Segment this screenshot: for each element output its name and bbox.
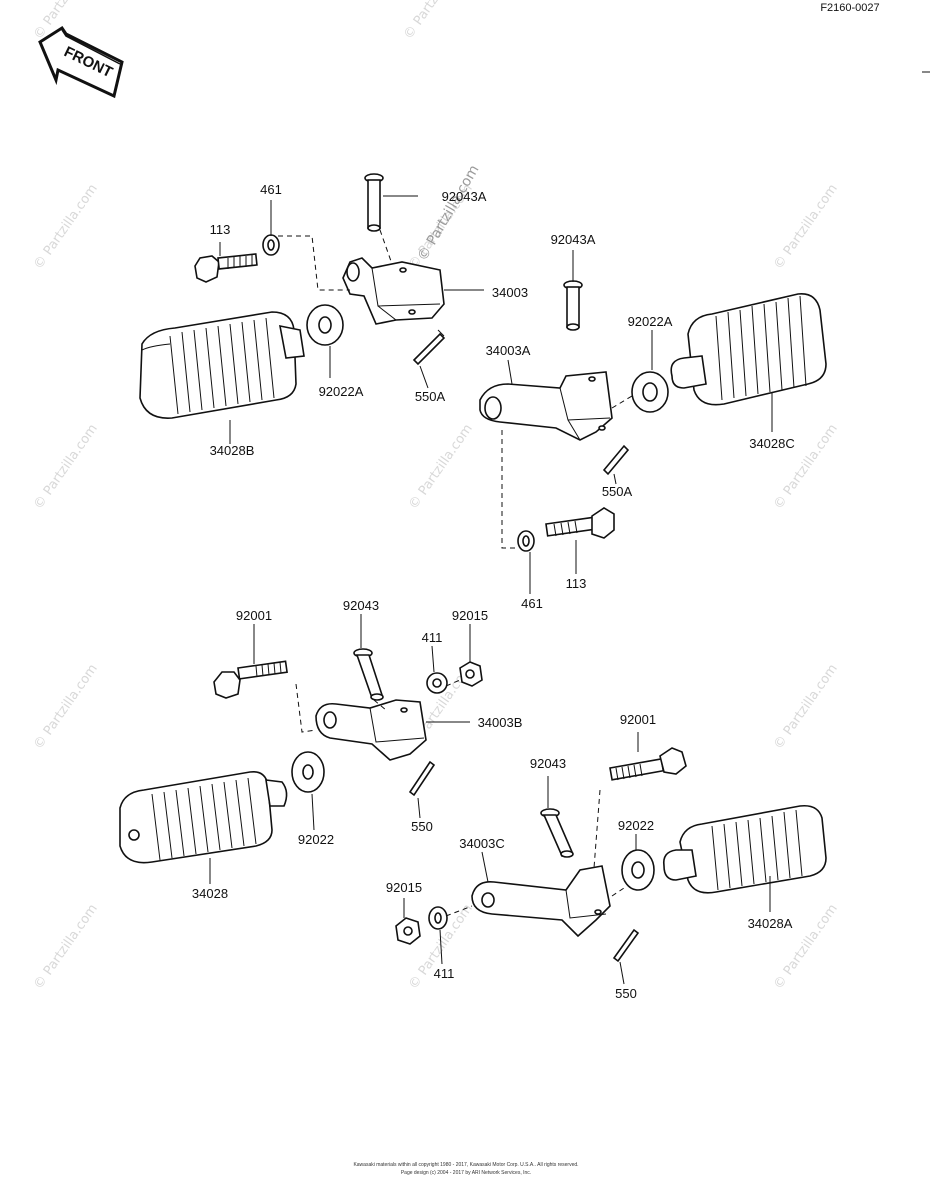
watermark: © Partzilla.com: [415, 162, 483, 264]
part-label-550: 550: [411, 819, 433, 834]
part-label-92015: 92015: [386, 880, 422, 895]
cotter-550A-upper: [412, 329, 446, 366]
part-label-113: 113: [566, 576, 587, 591]
part-label-461: 461: [521, 596, 543, 611]
assembly-line: [611, 887, 625, 897]
bracket-34003: [342, 257, 445, 325]
washer-411-right: [428, 906, 448, 930]
cotter-550A-right: [602, 444, 630, 476]
part-label-34028C: 34028C: [749, 436, 795, 451]
part-label-34003A: 34003A: [486, 343, 531, 358]
bracket-34003C: [471, 865, 611, 938]
bracket-34003B: [315, 699, 427, 761]
leader-line: [613, 473, 617, 485]
footpeg-34028C: [670, 293, 827, 406]
washer-92022A-upper: [306, 304, 344, 346]
cotter-550-right: [612, 928, 640, 963]
part-label-411: 411: [422, 630, 443, 645]
part-label-34028B: 34028B: [210, 443, 255, 458]
watermark: © Partzilla.com: [31, 422, 101, 513]
leader-line: [431, 645, 435, 673]
part-label-461: 461: [260, 182, 282, 197]
leader-line: [419, 365, 429, 389]
part-label-92043: 92043: [530, 756, 566, 771]
leader-line: [439, 929, 443, 965]
part-label-92022A: 92022A: [628, 314, 673, 329]
pin-92043-left: [353, 648, 384, 701]
washer-92022-left: [291, 751, 325, 793]
watermark: © Partzilla.com: [771, 182, 841, 273]
watermark: © Partzilla.com: [401, 0, 471, 42]
assembly-line: [278, 235, 350, 291]
part-label-34003C: 34003C: [459, 836, 505, 851]
assembly-line: [379, 229, 393, 265]
leader-line: [507, 359, 513, 385]
assembly-line: [445, 679, 461, 687]
watermark: © Partzilla.com: [31, 182, 101, 273]
part-label-92015: 92015: [452, 608, 488, 623]
part-label-34028: 34028: [192, 886, 228, 901]
leader-line: [619, 961, 625, 985]
cotter-550-left: [408, 760, 436, 797]
part-label-411: 411: [434, 966, 455, 981]
washer-461-upper: [262, 234, 280, 256]
assembly-line: [593, 789, 601, 869]
bolt-113-upper: [194, 253, 258, 283]
watermark: © Partzilla.com: [31, 902, 101, 993]
pin-92043A-upper: [364, 173, 384, 232]
part-label-34003B: 34003B: [478, 715, 523, 730]
part-label-34003: 34003: [492, 285, 528, 300]
assembly-line: [295, 683, 317, 733]
part-label-92043: 92043: [343, 598, 379, 613]
assembly-line: [501, 430, 518, 549]
nut-92015-left: [459, 661, 483, 687]
part-label-92043A: 92043A: [442, 189, 487, 204]
leader-line: [311, 793, 315, 831]
pin-92043A-right: [563, 280, 583, 331]
bolt-92001-right: [609, 747, 687, 781]
footpeg-34028B: [139, 311, 305, 419]
bolt-92001-left: [213, 660, 288, 699]
assembly-line: [445, 905, 473, 917]
pin-92043-right: [540, 808, 574, 858]
washer-411-left: [426, 672, 448, 694]
leader-line: [481, 851, 489, 883]
nut-92015-right: [395, 917, 421, 945]
diagram-code: F2160-0027: [820, 2, 879, 14]
part-label-92043A: 92043A: [551, 232, 596, 247]
part-label-34028A: 34028A: [748, 916, 793, 931]
part-label-92022: 92022: [618, 818, 654, 833]
part-label-92001: 92001: [236, 608, 272, 623]
footer-copyright: Kawasaki materials within all copyright …: [353, 1162, 578, 1168]
part-label-113: 113: [210, 222, 231, 237]
part-label-92001: 92001: [620, 712, 656, 727]
footer-design-credit: Page design (c) 2004 - 2017 by ARI Netwo…: [401, 1170, 531, 1176]
part-label-550A: 550A: [415, 389, 446, 404]
bolt-113-right: [545, 507, 615, 539]
washer-461-right: [517, 530, 535, 552]
front-arrow-icon: FRONT: [38, 25, 124, 99]
footpeg-34028A: [662, 804, 827, 894]
part-label-92022A: 92022A: [319, 384, 364, 399]
part-label-550: 550: [615, 986, 637, 1001]
bracket-34003A: [479, 371, 613, 441]
part-label-92022: 92022: [298, 832, 334, 847]
watermark: © Partzilla.com: [771, 662, 841, 753]
assembly-line: [611, 395, 633, 409]
watermark: © Partzilla.com: [406, 422, 476, 513]
washer-92022-right: [621, 849, 655, 891]
part-label-550A: 550A: [602, 484, 633, 499]
assembly-line: [373, 699, 387, 711]
washer-92022A-right: [631, 371, 669, 413]
leader-line: [417, 797, 421, 819]
footpeg-34028: [119, 770, 288, 864]
watermark: © Partzilla.com: [31, 662, 101, 753]
